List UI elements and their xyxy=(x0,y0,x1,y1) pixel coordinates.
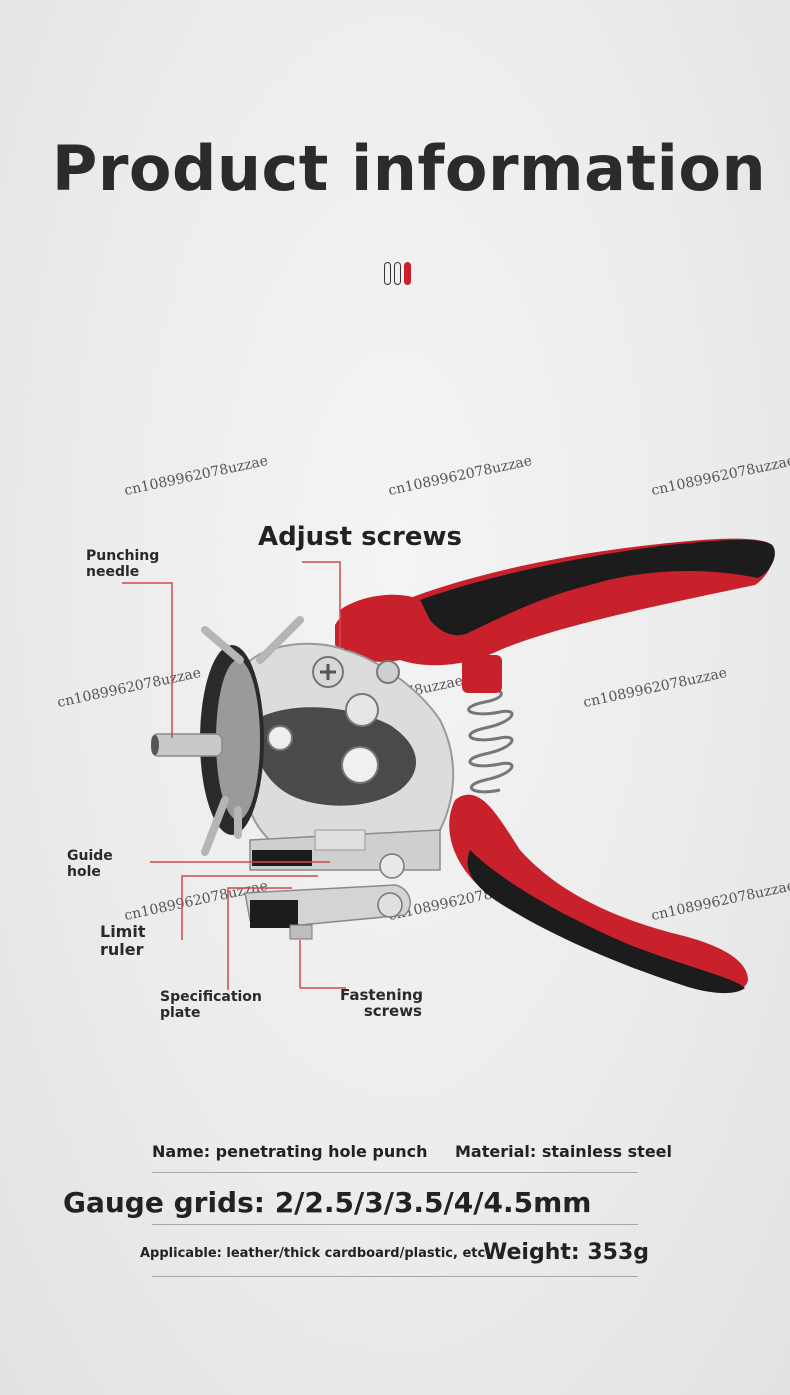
decor-pill-red xyxy=(404,262,411,285)
adjust-screws-label: Adjust screws xyxy=(258,522,462,552)
divider xyxy=(152,1276,638,1277)
guide-hole-label: Guide hole xyxy=(67,848,113,880)
spec-name: Name: penetrating hole punch xyxy=(152,1142,428,1161)
spec-applicable: Applicable: leather/thick cardboard/plas… xyxy=(140,1246,486,1261)
rotating-turret xyxy=(151,616,304,856)
hole-punch-illustration xyxy=(122,538,775,994)
leader-lines xyxy=(122,561,346,990)
spring xyxy=(467,686,514,794)
watermark-text: cn1089962078uzzae xyxy=(386,452,534,500)
divider xyxy=(152,1172,638,1173)
screws xyxy=(267,656,400,784)
spec-material: Material: stainless steel xyxy=(455,1142,672,1161)
upper-handle xyxy=(335,538,775,666)
punching-needle-label: Punching needle xyxy=(86,548,160,580)
lower-handle xyxy=(449,794,748,994)
fastening-screws-label: Fastening screws xyxy=(340,986,423,1020)
decor-pill-outline xyxy=(384,262,391,285)
divider xyxy=(152,1224,638,1225)
spec-weight: Weight: 353g xyxy=(483,1240,649,1265)
limit-ruler-label: Limit ruler xyxy=(100,922,146,959)
watermark-text: cn1089962078uzzae xyxy=(649,452,790,500)
spec-gauge: Gauge grids: 2/2.5/3/3.5/4/4.5mm xyxy=(63,1186,592,1219)
watermark-text: cn1089962078uzzae xyxy=(122,452,270,500)
page-title: Product information xyxy=(51,132,767,205)
decor-pill-outline xyxy=(394,262,401,285)
specification-plate-label: Specification plate xyxy=(160,989,262,1021)
